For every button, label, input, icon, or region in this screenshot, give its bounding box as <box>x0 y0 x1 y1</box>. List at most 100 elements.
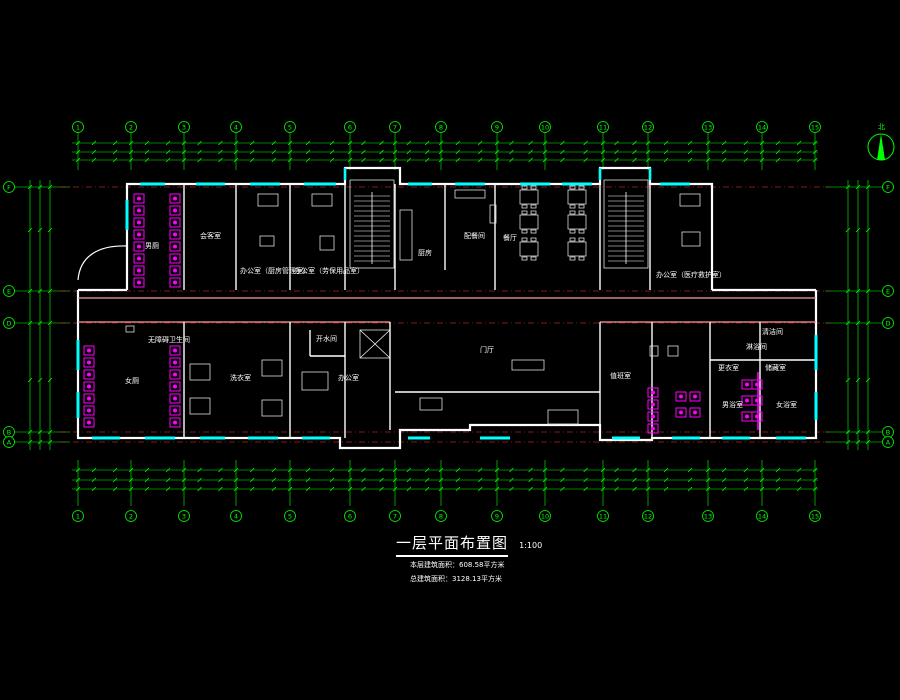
dimension-tick <box>687 140 693 146</box>
column-axis-label: 4 <box>234 513 238 521</box>
dimension-tick <box>721 477 727 483</box>
toilet-bowl <box>87 420 91 425</box>
column-axis-bubble <box>702 121 714 133</box>
dimension-tick <box>218 486 223 492</box>
dimension-tick <box>305 467 311 473</box>
dimension-tick <box>406 477 412 483</box>
toilet-stall <box>675 391 687 402</box>
toilet-stall <box>169 193 181 204</box>
row-axis-bubble <box>882 317 894 329</box>
drawing-scale: 1:100 <box>519 541 543 550</box>
dimension-tick <box>743 477 749 483</box>
row-axis-label: A <box>886 439 891 447</box>
row-axis-label: F <box>886 184 890 192</box>
dimension-tick <box>249 157 255 163</box>
toilet-bowl <box>87 348 91 353</box>
toilet-bowl <box>173 396 177 401</box>
toilet-stall <box>133 277 145 288</box>
room-duty: 值班室 <box>610 371 631 380</box>
column-axis-label: 15 <box>811 124 819 132</box>
dimension-tick <box>845 227 851 233</box>
dimension-tick <box>477 140 483 146</box>
dimension-tick <box>775 467 781 473</box>
dimension-tick <box>112 486 118 492</box>
column-axis-label: 12 <box>644 513 652 521</box>
dimension-tick <box>614 486 619 492</box>
dining-table <box>567 214 587 230</box>
toilet-bowl <box>173 232 177 237</box>
room-office-2: 办公室（劳保用品室） <box>294 266 364 275</box>
room-office-3: 办公室（医疗救护室） <box>656 270 726 279</box>
room-office-4: 办公室 <box>338 373 359 382</box>
dimension-tick <box>796 486 802 492</box>
column-axis-bubble <box>230 510 242 522</box>
column-axis-bubble <box>72 510 84 522</box>
office-desk <box>257 193 279 207</box>
dimension-tick <box>663 140 669 146</box>
dimension-tick <box>632 467 637 473</box>
dimension-tick <box>477 477 483 483</box>
dimension-tick <box>406 140 412 146</box>
dimension-tick <box>743 140 749 146</box>
toilet-stall <box>169 405 181 416</box>
column-axis-bubble <box>284 121 296 133</box>
toilet-bowl <box>87 396 91 401</box>
dimension-tick <box>379 486 384 492</box>
dimension-tick <box>424 149 430 155</box>
toilet-bowl <box>651 414 655 419</box>
chair <box>578 229 585 234</box>
column-axis-label: 7 <box>393 513 397 521</box>
toilet-bowl <box>679 410 683 415</box>
dimension-lines <box>29 142 869 490</box>
dimension-tick <box>47 377 53 383</box>
toilet-bowl <box>137 232 141 237</box>
toilet-bowl <box>137 196 141 201</box>
column-axis-bubble <box>539 510 551 522</box>
dimension-tick <box>560 467 565 473</box>
dimension-tick <box>424 486 430 492</box>
row-axis-bubble <box>3 436 15 448</box>
dimension-tick <box>455 477 461 483</box>
exterior-walls <box>76 166 818 450</box>
dimension-tick <box>663 467 669 473</box>
toilet-bowl <box>137 280 141 285</box>
toilet-stall <box>689 407 701 418</box>
office-desk <box>259 235 275 247</box>
chair <box>569 237 576 242</box>
chair <box>521 204 528 209</box>
dimension-tick <box>743 467 749 473</box>
dimension-tick <box>721 486 727 492</box>
toilet-bowl <box>173 280 177 285</box>
toilet-stall <box>169 205 181 216</box>
dimension-tick <box>165 477 171 483</box>
column-axis-bubble <box>178 510 190 522</box>
column-axis-bubble <box>125 121 137 133</box>
dimension-tick <box>855 377 861 383</box>
dimension-tick <box>743 149 749 155</box>
toilet-bowl <box>173 408 177 413</box>
dining-table <box>519 189 539 205</box>
dimension-tick <box>528 486 533 492</box>
room-labels: 男厕 会客室 办公室（厨房管理室） 办公室（劳保用品室） 厨房 配餐间 餐厅 办… <box>125 231 797 409</box>
dimension-tick <box>218 467 223 473</box>
dimension-tick <box>528 477 533 483</box>
dimension-tick <box>560 157 565 163</box>
office-desk <box>319 235 335 251</box>
chair <box>530 185 537 190</box>
dimension-tick <box>144 467 150 473</box>
toilet-stall <box>169 345 181 356</box>
chair <box>578 185 585 190</box>
column-axis-label: 5 <box>288 124 292 132</box>
dimension-tick <box>632 477 637 483</box>
reception-desk <box>511 359 545 371</box>
dimension-tick <box>775 477 781 483</box>
dimension-tick <box>509 477 514 483</box>
wash-basin <box>125 325 135 333</box>
windows <box>76 168 818 440</box>
dimension-tick <box>144 140 150 146</box>
toilet-bowl <box>173 208 177 213</box>
dimension-tick <box>37 377 43 383</box>
dimension-tick <box>406 149 412 155</box>
column-axis-bubble <box>597 121 609 133</box>
dimension-tick <box>775 149 781 155</box>
